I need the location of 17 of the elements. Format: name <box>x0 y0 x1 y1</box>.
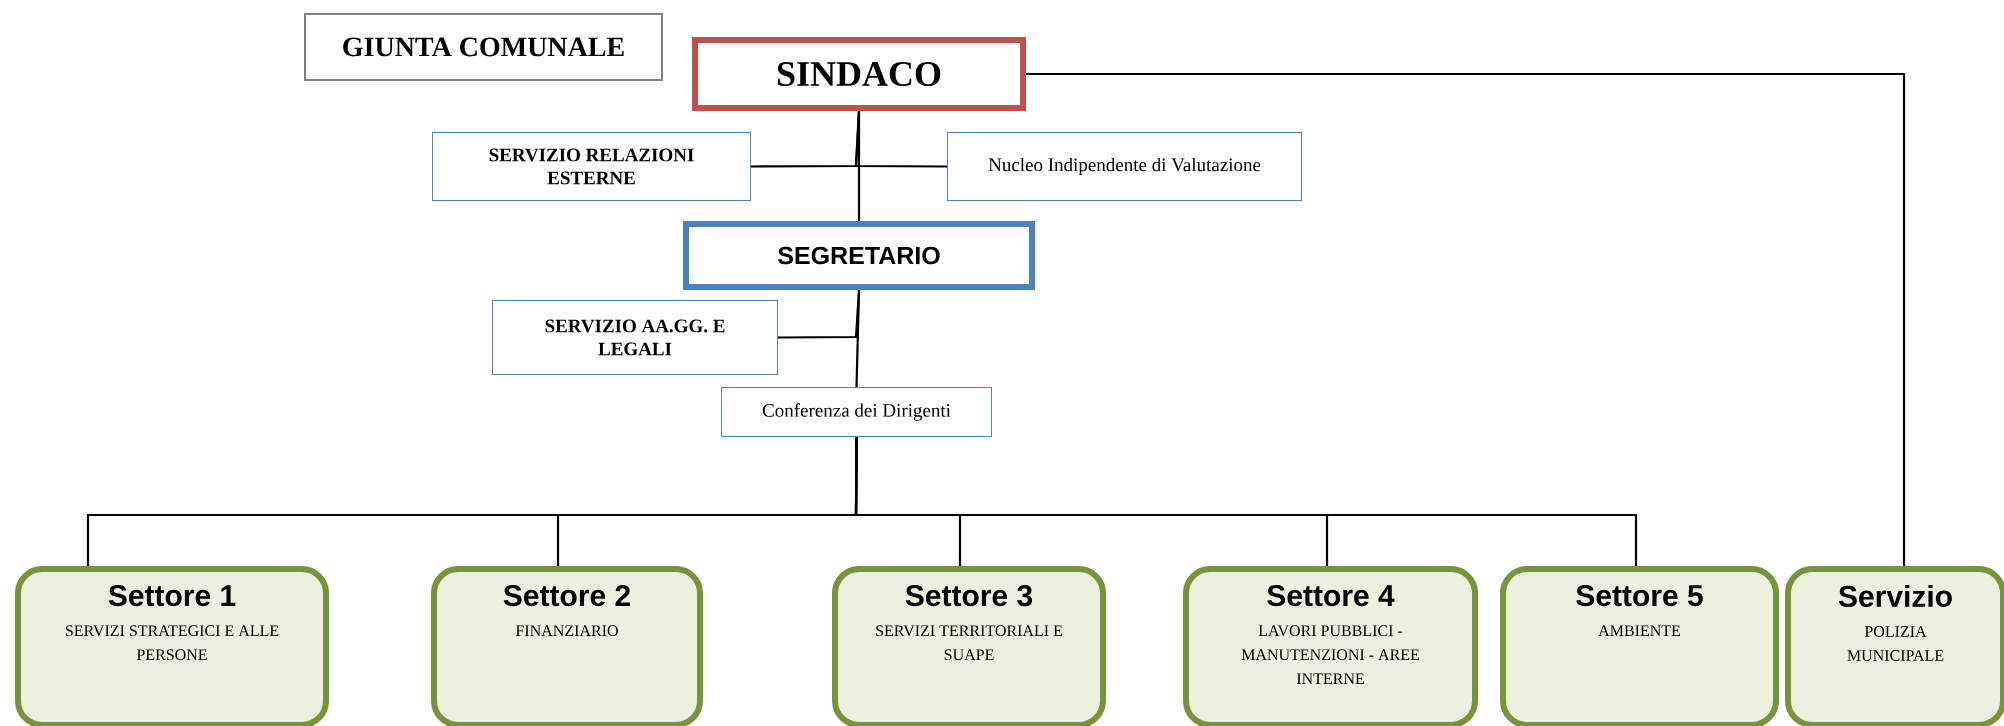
office-box: Conferenza dei Dirigenti <box>721 387 992 437</box>
connector-line <box>854 110 947 168</box>
sector-box: Settore 2 FINANZIARIO <box>431 566 703 726</box>
office-box: SERVIZIO RELAZIONI ESTERNE <box>432 132 751 201</box>
sector-box: Settore 3 SERVIZI TERRITORIALI E SUAPE <box>832 566 1106 726</box>
connector-line <box>1026 72 1906 566</box>
council-box: GIUNTA COMUNALE <box>304 13 663 81</box>
office-box: Nucleo Indipendente di Valutazione <box>947 132 1302 201</box>
mayor-box: SINDACO <box>692 37 1026 111</box>
sector-box: Settore 4 LAVORI PUBBLICI - MANUTENZIONI - AREE INTERNE <box>1183 566 1478 726</box>
sector-box: Settore 1 SERVIZI STRATEGICI E ALLE PERSONE <box>15 566 329 726</box>
secretary-box: SEGRETARIO <box>683 221 1035 290</box>
connector-line <box>854 437 1638 566</box>
service-box: Servizio POLIZIA MUNICIPALE <box>1785 566 2004 726</box>
office-box: SERVIZIO AA.GG. E LEGALI <box>492 300 778 375</box>
sector-box: Settore 5 AMBIENTE <box>1500 566 1779 726</box>
connector-line <box>855 289 861 387</box>
